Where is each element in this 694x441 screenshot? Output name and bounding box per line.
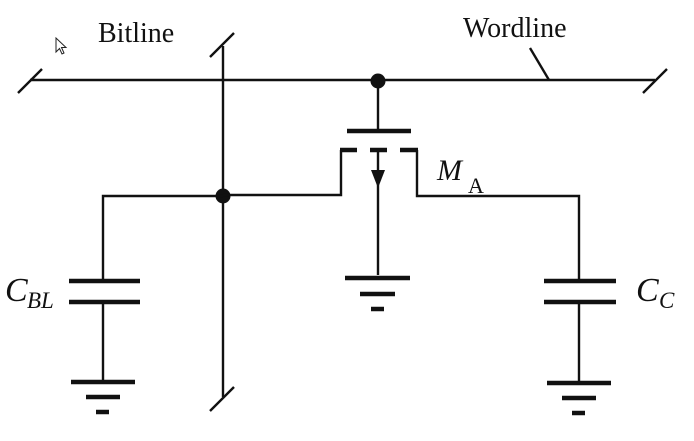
ground-icon — [71, 379, 135, 415]
cbl-label-main: C — [5, 272, 28, 309]
cbl-wire — [101, 194, 223, 280]
wordline-leader — [528, 47, 551, 81]
transistor-ma — [223, 81, 581, 280]
cc-label-main: C — [636, 272, 659, 309]
cc-label-sub: C — [659, 288, 675, 313]
transistor-label-sub: A — [468, 173, 484, 198]
bitline — [209, 32, 235, 412]
arrow-icon — [371, 170, 385, 188]
ground-icon — [547, 380, 611, 416]
capacitor-cc — [544, 278, 616, 382]
wordline — [17, 47, 668, 94]
wordline-label: Wordline — [463, 13, 567, 44]
transistor-label-main: M — [436, 154, 464, 187]
bitline-label: Bitline — [98, 18, 174, 49]
mouse-cursor-icon — [55, 37, 68, 55]
cbl-label-sub: BL — [27, 288, 54, 313]
ground-icon — [345, 275, 410, 312]
capacitor-cbl — [69, 278, 140, 381]
